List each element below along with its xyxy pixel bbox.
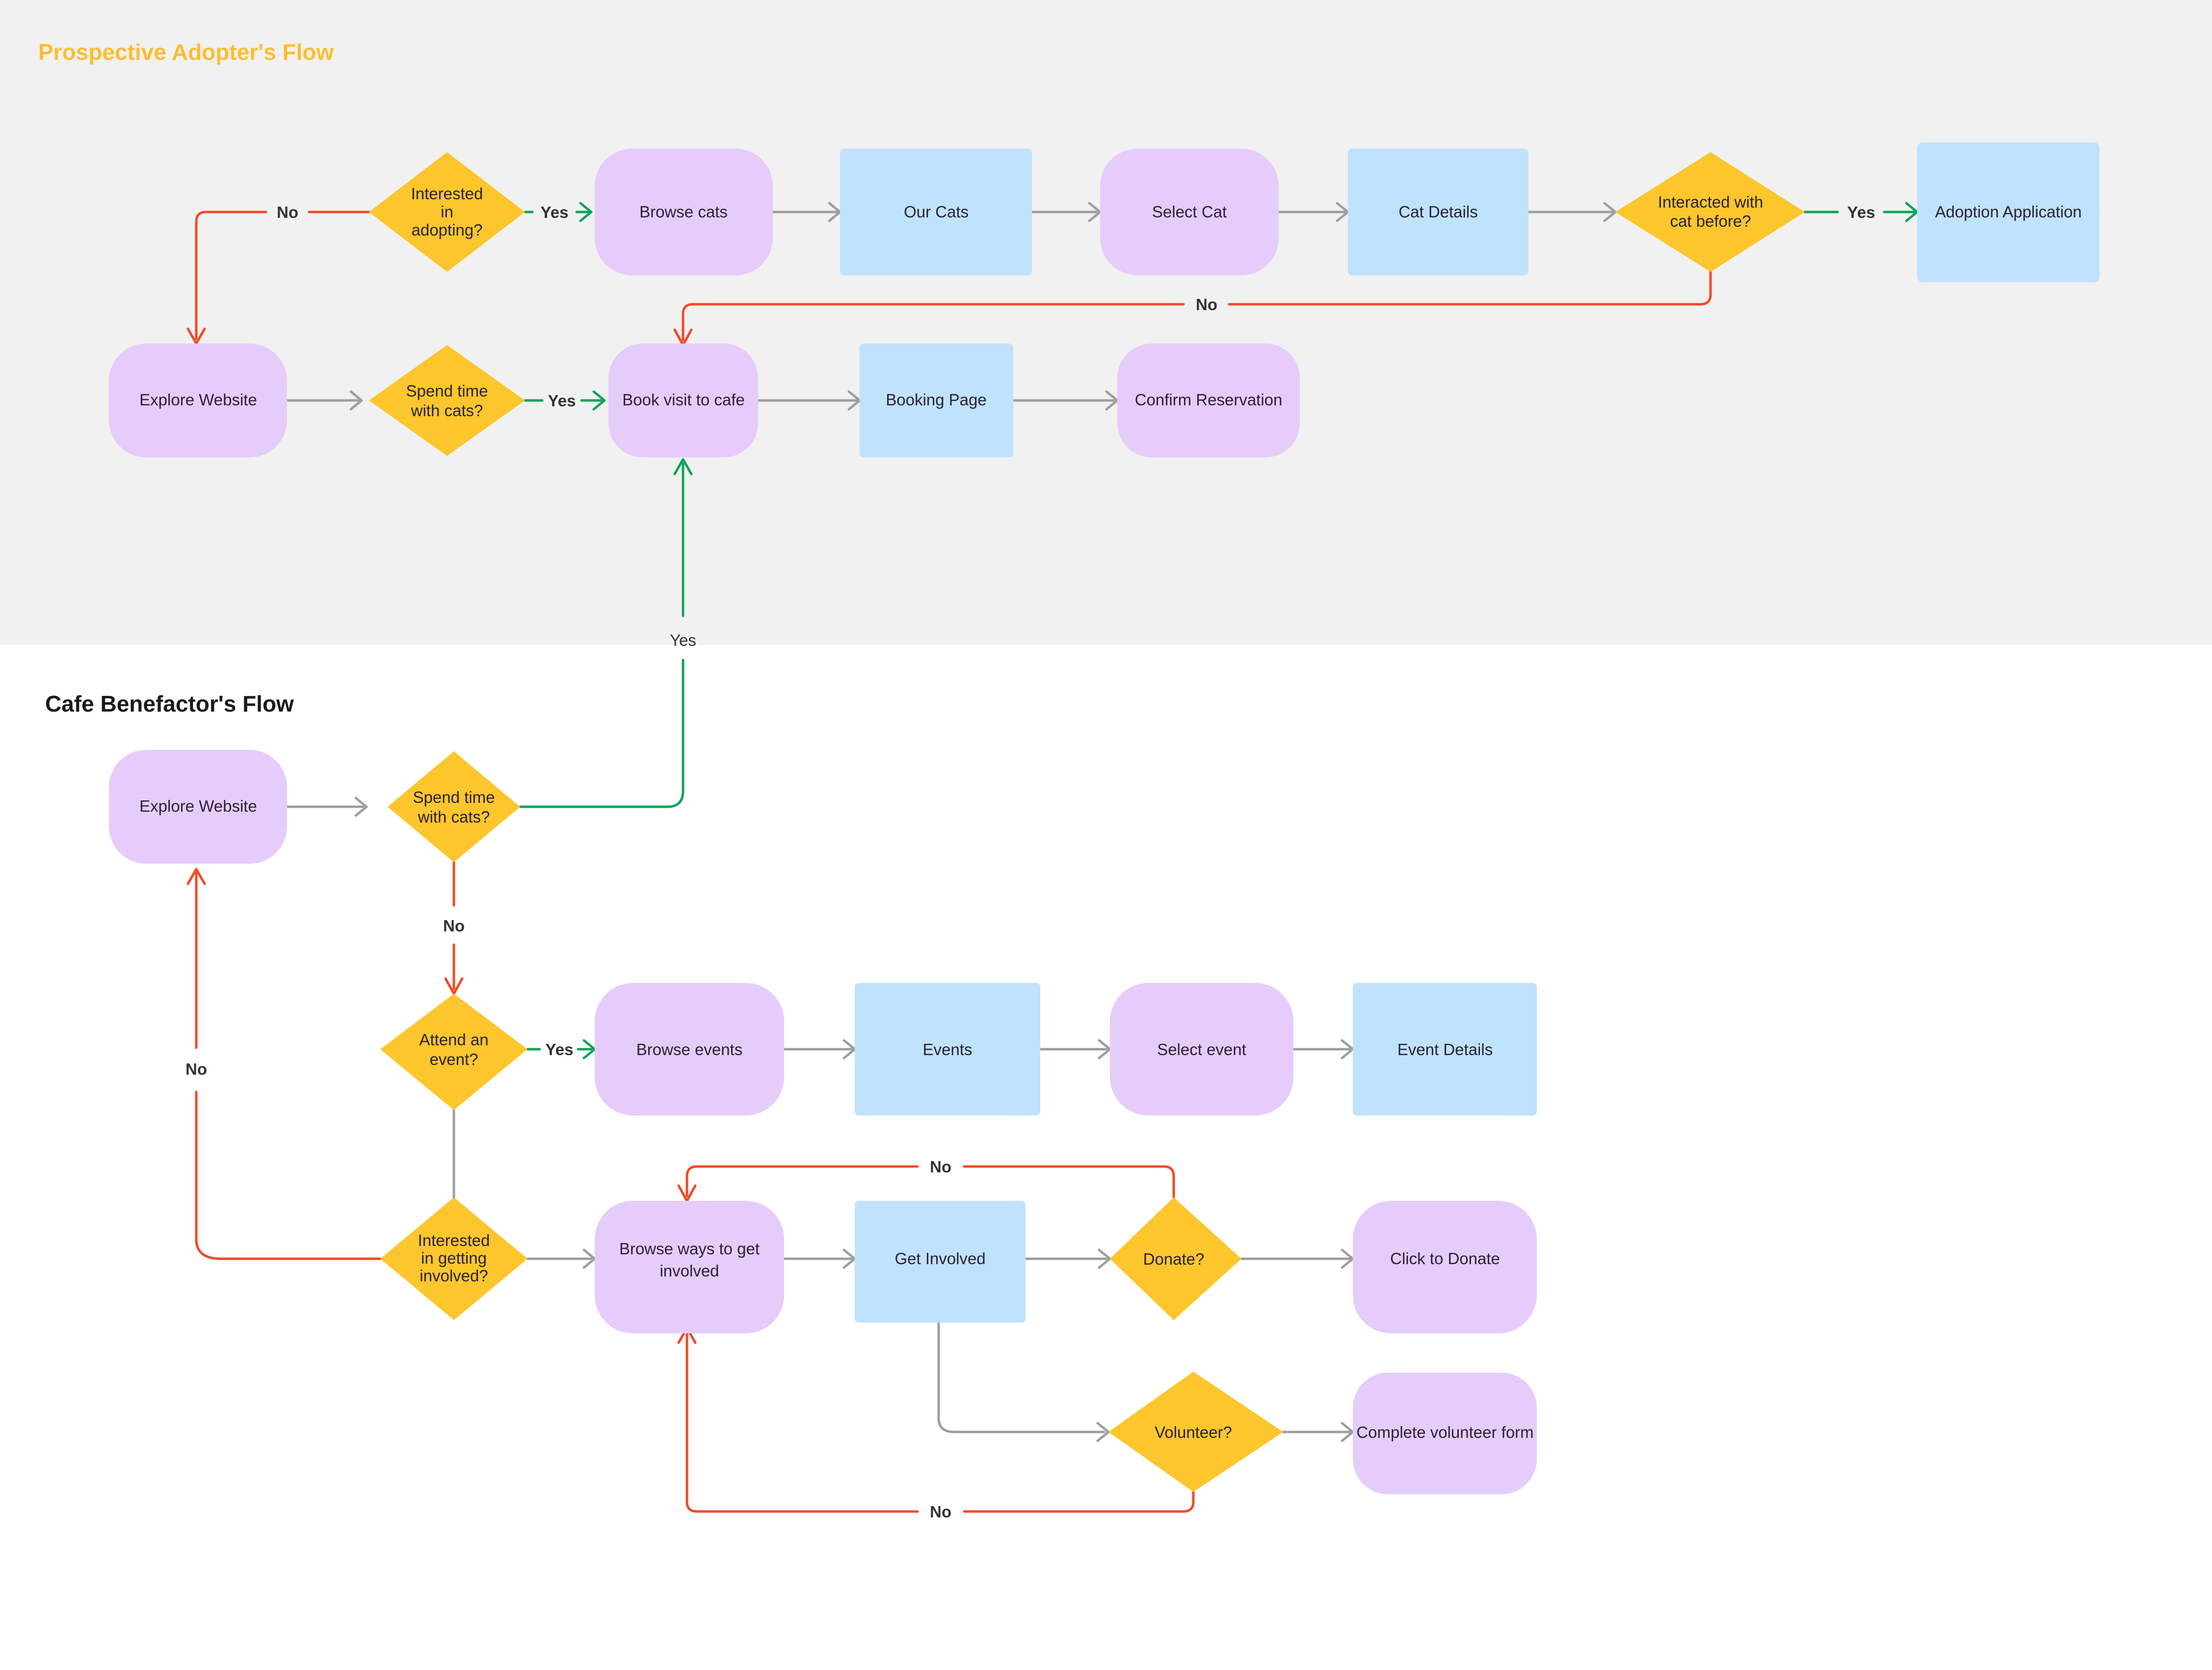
node-donate[interactable]: Donate?	[1110, 1197, 1241, 1320]
node-interested-involved-line-0: Interested	[418, 1231, 490, 1249]
node-interested-involved-line-2: involved?	[420, 1267, 488, 1285]
node-browse-cats-label: Browse cats	[639, 203, 728, 221]
node-explore-website-2-label: Explore Website	[139, 797, 257, 815]
node-event-details[interactable]: Event Details	[1353, 983, 1537, 1115]
node-browse-ways-line-0: Browse ways to get	[619, 1240, 760, 1258]
node-book-visit-label: Book visit to cafe	[622, 391, 744, 409]
edge-interested-involved-to-explore-website-2	[195, 1090, 382, 1260]
node-click-to-donate[interactable]: Click to Donate	[1353, 1201, 1537, 1333]
node-layer: Interested in adopting? Browse cats Our …	[109, 142, 2100, 1494]
node-booking-page-label: Booking Page	[886, 391, 987, 409]
edge-label-interested-adopting-no: No	[277, 203, 298, 221]
node-our-cats-label: Our Cats	[904, 203, 969, 221]
node-interacted-before[interactable]: Interacted with cat before?	[1615, 152, 1805, 272]
node-spend-time-1-line-0: Spend time	[406, 382, 488, 400]
edge-donate-to-browse-ways	[963, 1165, 1175, 1199]
node-book-visit[interactable]: Book visit to cafe	[608, 344, 758, 457]
node-volunteer[interactable]: Volunteer?	[1108, 1372, 1283, 1492]
node-interested-adopting[interactable]: Interested in adopting?	[369, 152, 525, 272]
edge-get-involved-to-volunteer	[937, 1321, 1106, 1433]
edge-spend-time-2-to-book-visit	[519, 659, 685, 808]
node-explore-website-1-label: Explore Website	[139, 391, 257, 409]
node-interested-adopting-line-1: in	[441, 203, 453, 221]
node-donate-label: Donate?	[1143, 1250, 1205, 1268]
edge-label-interacted-before-yes: Yes	[1847, 203, 1875, 221]
section-title-adopter: Prospective Adopter's Flow	[38, 39, 334, 65]
node-spend-time-1-line-1: with cats?	[411, 401, 483, 420]
node-adoption-application-label: Adoption Application	[1935, 203, 2081, 221]
node-get-involved-label: Get Involved	[895, 1249, 985, 1268]
node-interested-adopting-line-2: adopting?	[412, 221, 483, 239]
node-spend-time-1[interactable]: Spend time with cats?	[369, 345, 525, 456]
node-cat-details[interactable]: Cat Details	[1348, 149, 1528, 275]
node-browse-events[interactable]: Browse events	[595, 983, 784, 1115]
node-select-event[interactable]: Select event	[1110, 983, 1293, 1115]
edge-label-layer: Yes No Yes No Yes Yes No Yes No No No	[185, 203, 1875, 1521]
adopter-section-band	[0, 0, 2212, 645]
node-select-cat-label: Select Cat	[1152, 203, 1227, 221]
section-title-benefactor: Cafe Benefactor's Flow	[45, 691, 294, 716]
edge-label-attend-event-yes: Yes	[546, 1040, 574, 1059]
edge-label-donate-no: No	[930, 1158, 951, 1176]
node-browse-events-label: Browse events	[636, 1040, 742, 1059]
node-interested-adopting-line-0: Interested	[411, 185, 483, 203]
node-spend-time-2-line-1: with cats?	[418, 808, 490, 826]
node-browse-ways[interactable]: Browse ways to get involved	[595, 1201, 784, 1333]
node-volunteer-label: Volunteer?	[1155, 1423, 1232, 1441]
edge-interacted-before-to-book-visit	[1228, 266, 1712, 306]
node-click-to-donate-label: Click to Donate	[1390, 1249, 1500, 1268]
node-browse-cats[interactable]: Browse cats	[595, 149, 773, 275]
node-explore-website-1[interactable]: Explore Website	[109, 344, 287, 457]
node-interacted-before-line-0: Interacted with	[1658, 193, 1764, 211]
node-attend-event[interactable]: Attend an event?	[380, 994, 527, 1110]
node-interacted-before-line-1: cat before?	[1670, 212, 1751, 230]
edge-volunteer-to-browse-ways	[963, 1490, 1195, 1513]
node-spend-time-2[interactable]: Spend time with cats?	[388, 751, 520, 862]
edge-label-spend-time-2-no: No	[443, 917, 465, 935]
edge-label-spend-time-2-yes: Yes	[670, 631, 696, 649]
edge-label-interacted-before-no: No	[1196, 295, 1217, 314]
node-complete-volunteer-form[interactable]: Complete volunteer form	[1353, 1373, 1537, 1494]
node-confirm-reservation-label: Confirm Reservation	[1135, 391, 1283, 409]
node-adoption-application[interactable]: Adoption Application	[1917, 142, 2100, 282]
node-confirm-reservation[interactable]: Confirm Reservation	[1117, 344, 1300, 457]
edge-label-spend-time-1-yes: Yes	[548, 392, 576, 410]
edge-label-interested-adopting-yes: Yes	[541, 203, 569, 221]
node-select-event-label: Select event	[1157, 1040, 1246, 1059]
node-interested-involved-line-1: in getting	[421, 1249, 487, 1267]
edge-label-interested-involved-no: No	[185, 1060, 207, 1078]
node-browse-ways-line-1: involved	[659, 1262, 719, 1280]
node-get-involved[interactable]: Get Involved	[855, 1201, 1026, 1323]
node-cat-details-label: Cat Details	[1398, 203, 1477, 221]
node-attend-event-line-1: event?	[429, 1050, 478, 1068]
node-our-cats[interactable]: Our Cats	[840, 149, 1032, 275]
node-select-cat[interactable]: Select Cat	[1100, 149, 1279, 275]
node-complete-volunteer-form-label: Complete volunteer form	[1356, 1423, 1533, 1441]
node-events[interactable]: Events	[855, 983, 1040, 1115]
node-explore-website-2[interactable]: Explore Website	[109, 750, 287, 864]
node-events-label: Events	[923, 1040, 973, 1059]
node-interested-involved[interactable]: Interested in getting involved?	[380, 1197, 527, 1320]
node-event-details-label: Event Details	[1397, 1040, 1493, 1059]
node-booking-page[interactable]: Booking Page	[860, 344, 1013, 457]
edge-label-volunteer-no: No	[930, 1503, 951, 1521]
node-attend-event-line-0: Attend an	[419, 1031, 488, 1049]
node-spend-time-2-line-0: Spend time	[413, 788, 495, 806]
